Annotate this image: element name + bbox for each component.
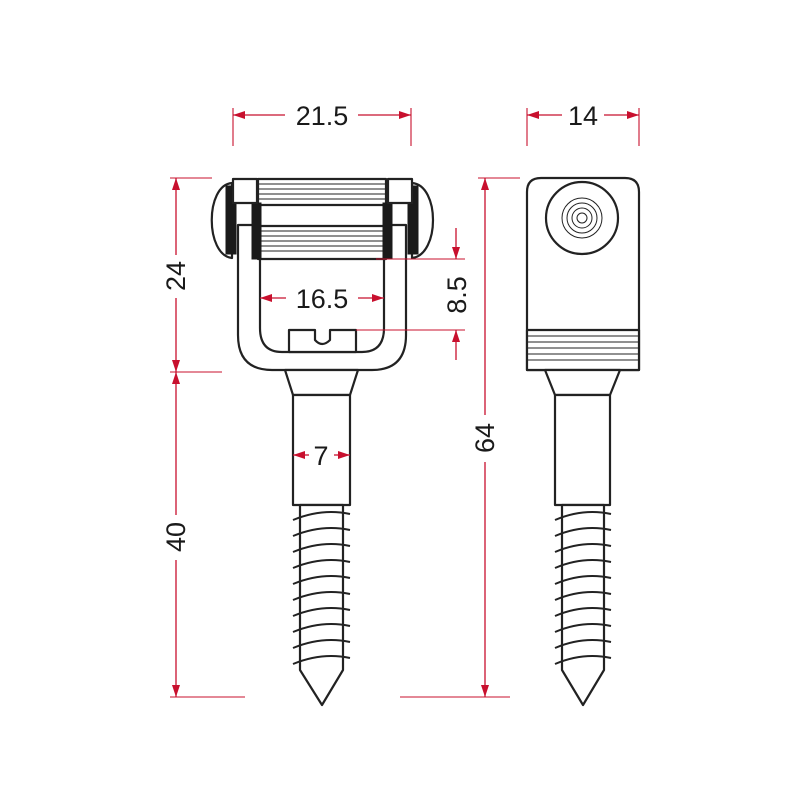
dimension-thread-length: 40 [161, 372, 245, 698]
side-screw-threads [554, 511, 612, 665]
washer-right-inner [382, 202, 393, 260]
front-view [210, 177, 435, 707]
roller-end-circles [544, 180, 620, 256]
roller-top-knurl [258, 183, 386, 200]
screw-shank [291, 393, 352, 507]
dimension-label-head-width: 21.5 [296, 101, 349, 131]
dimension-head-height: 24 [161, 177, 222, 373]
roller-bottom-knurl [258, 230, 386, 252]
dimension-label-total-length: 64 [470, 423, 500, 453]
dimension-label-side-width: 14 [568, 101, 598, 131]
dimension-gap-height: 8.5 [356, 228, 472, 360]
dimension-side-width: 14 [526, 101, 640, 146]
washer-left-outer [225, 185, 237, 255]
screw-threaded-shaft [298, 503, 345, 707]
side-band [525, 328, 641, 372]
screw-threads [292, 511, 351, 665]
roller-top [256, 177, 388, 207]
dimension-label-shank-diameter: 7 [313, 441, 328, 471]
collar-right [386, 177, 414, 205]
side-threaded-shaft [560, 503, 606, 707]
side-shank [553, 393, 612, 507]
dimension-label-inner-width: 16.5 [296, 284, 349, 314]
dimension-label-thread-length: 40 [161, 522, 191, 552]
dimension-label-gap-height: 8.5 [442, 276, 472, 314]
collar-left [231, 177, 259, 205]
side-band-knurl [527, 335, 639, 361]
stirrup-clip [287, 328, 358, 354]
side-view [525, 176, 641, 707]
screw-neck [283, 368, 360, 397]
dimension-shank-diameter: 7 [293, 441, 350, 471]
dimension-inner-width: 16.5 [260, 284, 384, 314]
dimension-head-width: 21.5 [232, 101, 412, 146]
dimension-total-length: 64 [400, 177, 520, 698]
side-neck [543, 368, 622, 397]
washer-left-inner [251, 202, 262, 260]
dimension-label-head-height: 24 [161, 261, 191, 291]
